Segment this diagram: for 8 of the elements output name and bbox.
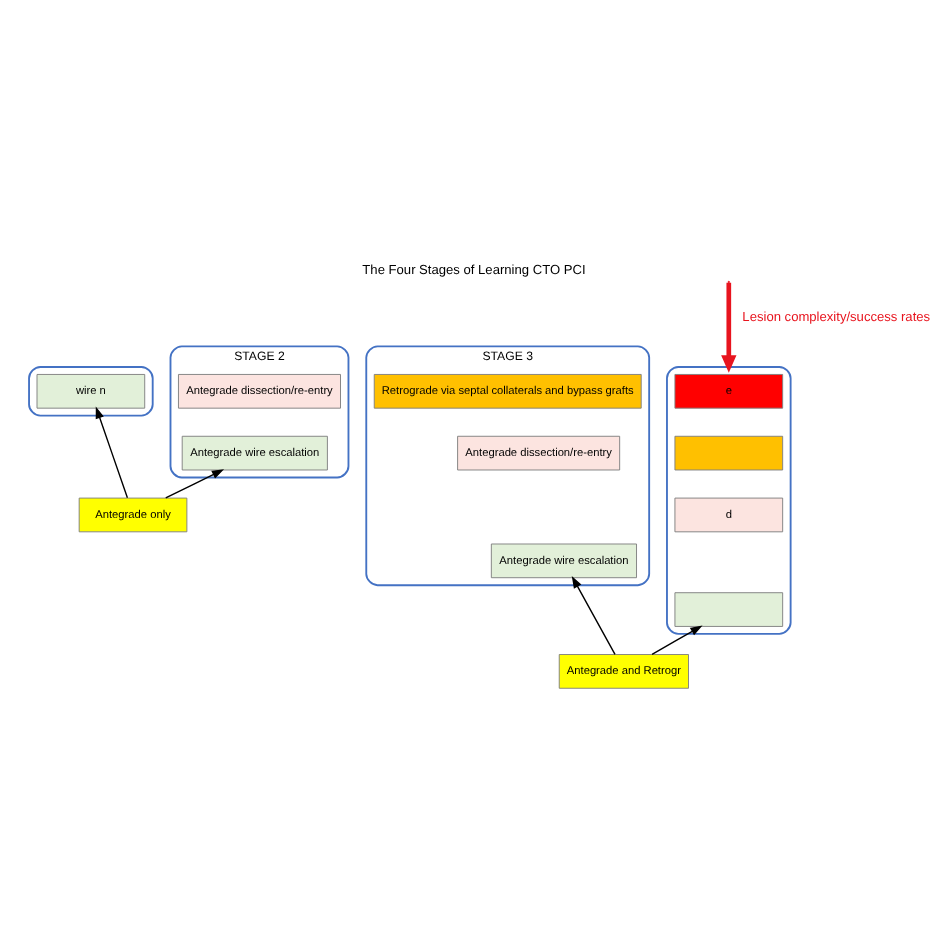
arrow — [165, 469, 225, 499]
arrow — [95, 406, 129, 499]
node-box — [674, 435, 784, 471]
arrow — [651, 625, 703, 656]
node-box — [674, 592, 784, 627]
cluster — [28, 366, 154, 417]
arrow — [571, 575, 616, 656]
arrow — [721, 282, 737, 373]
